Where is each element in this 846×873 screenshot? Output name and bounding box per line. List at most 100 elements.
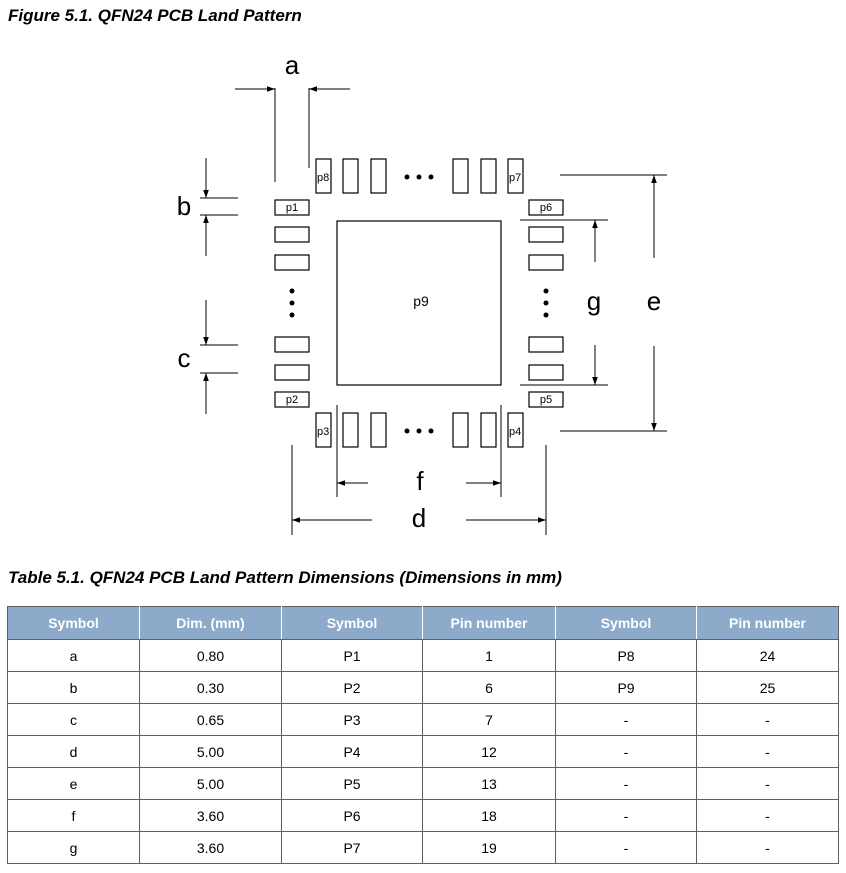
pad-p9 <box>336 220 502 386</box>
label-p8: p8 <box>317 172 329 184</box>
table-cell: P1 <box>281 639 423 672</box>
top-ellipsis <box>404 174 434 180</box>
figure-caption: Figure 5.1. QFN24 PCB Land Pattern <box>8 6 302 25</box>
pad-bottom <box>342 412 359 448</box>
pad-bottom <box>452 412 469 448</box>
header-dim: Dim. (mm) <box>139 606 282 640</box>
table-cell: 0.30 <box>139 671 282 704</box>
pad-p8 <box>315 158 332 194</box>
table-cell: P4 <box>281 735 423 768</box>
table-cell: - <box>555 767 697 800</box>
table-cell: - <box>555 831 697 864</box>
table-row: d 5.00 P4 12 - - <box>7 735 839 768</box>
pad-top <box>370 158 387 194</box>
table-cell: - <box>696 831 839 864</box>
table-cell: 1 <box>422 639 556 672</box>
dim-label-f: f <box>416 466 424 496</box>
right-ellipsis <box>543 288 549 318</box>
label-p5: p5 <box>540 394 552 406</box>
table-cell: 6 <box>422 671 556 704</box>
pad-bottom <box>480 412 497 448</box>
dim-label-e: e <box>647 286 661 316</box>
pad-top <box>480 158 497 194</box>
label-p4: p4 <box>509 426 521 438</box>
dim-label-b: b <box>177 191 191 221</box>
table-cell: P2 <box>281 671 423 704</box>
label-p1: p1 <box>286 202 298 214</box>
header-pin-number: Pin number <box>422 606 556 640</box>
table-cell: 13 <box>422 767 556 800</box>
pad-p4 <box>507 412 524 448</box>
table-cell: 5.00 <box>139 767 282 800</box>
pad-p2 <box>274 391 310 408</box>
table-cell: P3 <box>281 703 423 736</box>
table-row: g 3.60 P7 19 - - <box>7 831 839 864</box>
land-pattern-diagram: p1 p2 p6 p5 p8 p7 p3 p4 p9 a b c g e f d <box>177 50 667 535</box>
table-cell: 7 <box>422 703 556 736</box>
table-cell: P8 <box>555 639 697 672</box>
label-p3: p3 <box>317 426 329 438</box>
table-row: a 0.80 P1 1 P8 24 <box>7 639 839 672</box>
pad-left <box>274 254 310 271</box>
table-row: f 3.60 P6 18 - - <box>7 799 839 832</box>
dim-label-c: c <box>178 343 191 373</box>
pad-p5 <box>528 391 564 408</box>
pad-p3 <box>315 412 332 448</box>
table-cell: - <box>696 799 839 832</box>
table-cell: 18 <box>422 799 556 832</box>
table-cell: 19 <box>422 831 556 864</box>
label-p2: p2 <box>286 394 298 406</box>
table-cell: P7 <box>281 831 423 864</box>
pad-left <box>274 336 310 353</box>
table-cell: - <box>696 767 839 800</box>
header-symbol: Symbol <box>555 606 697 640</box>
table-row: b 0.30 P2 6 P9 25 <box>7 671 839 704</box>
dim-label-g: g <box>587 286 601 316</box>
table-cell: 3.60 <box>139 799 282 832</box>
pad-p6 <box>528 199 564 216</box>
header-symbol: Symbol <box>7 606 140 640</box>
table-cell: 12 <box>422 735 556 768</box>
table-cell: - <box>696 735 839 768</box>
pad-left <box>274 364 310 381</box>
table-cell: d <box>7 735 140 768</box>
dim-label-d: d <box>412 503 426 533</box>
table-cell: c <box>7 703 140 736</box>
table-cell: - <box>696 703 839 736</box>
table-cell: 0.65 <box>139 703 282 736</box>
table-header-row: Symbol Dim. (mm) Symbol Pin number Symbo… <box>7 606 839 640</box>
pad-bottom <box>370 412 387 448</box>
table-cell: 25 <box>696 671 839 704</box>
table-cell: a <box>7 639 140 672</box>
table-cell: P5 <box>281 767 423 800</box>
label-p6: p6 <box>540 202 552 214</box>
pad-right <box>528 336 564 353</box>
pad-p7 <box>507 158 524 194</box>
table-cell: e <box>7 767 140 800</box>
left-ellipsis <box>289 288 295 318</box>
label-p9: p9 <box>413 293 429 309</box>
table-cell: P9 <box>555 671 697 704</box>
table-cell: - <box>555 703 697 736</box>
table-cell: P6 <box>281 799 423 832</box>
table-cell: - <box>555 735 697 768</box>
pad-right <box>528 226 564 243</box>
pad-left <box>274 226 310 243</box>
bottom-ellipsis <box>404 428 434 434</box>
table-cell: - <box>555 799 697 832</box>
dim-label-a: a <box>285 50 300 80</box>
table-cell: g <box>7 831 140 864</box>
header-pin-number: Pin number <box>696 606 839 640</box>
table-caption: Table 5.1. QFN24 PCB Land Pattern Dimens… <box>8 568 562 587</box>
pad-p1 <box>274 199 310 216</box>
label-p7: p7 <box>509 172 521 184</box>
table-cell: 24 <box>696 639 839 672</box>
table-cell: f <box>7 799 140 832</box>
pad-top <box>342 158 359 194</box>
header-symbol: Symbol <box>281 606 423 640</box>
pad-right <box>528 364 564 381</box>
pad-right <box>528 254 564 271</box>
pad-top <box>452 158 469 194</box>
table-cell: 3.60 <box>139 831 282 864</box>
table-cell: 0.80 <box>139 639 282 672</box>
